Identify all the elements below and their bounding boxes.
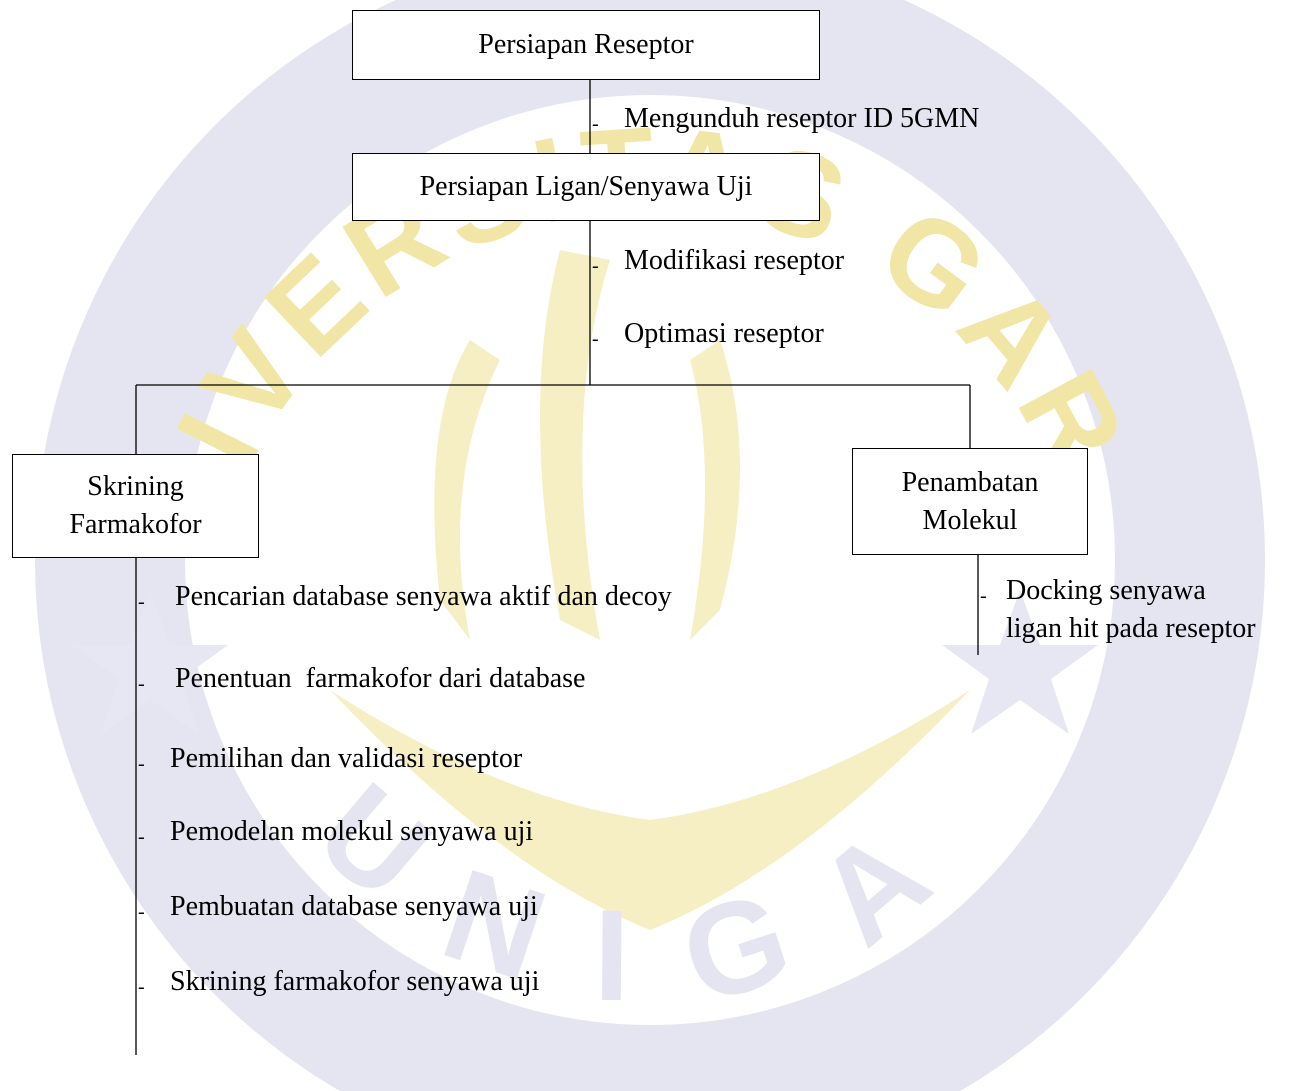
step-label-ligand: Modifikasi reseptor [624, 245, 845, 276]
box-pharmacophore-screening: Skrining Farmakofor [12, 454, 259, 558]
step-label-pharmacophore: Pembuatan database senyawa uji [170, 891, 538, 922]
step-tick: - [592, 113, 599, 135]
step-tick: - [592, 328, 599, 350]
step-tick: - [980, 585, 987, 607]
step-label-pharmacophore: Pencarian database senyawa aktif dan dec… [175, 581, 672, 612]
watermark-emblem-base [330, 690, 970, 930]
step-tick: - [138, 976, 145, 998]
step-tick: - [138, 826, 145, 848]
watermark-star-right [942, 590, 1098, 734]
step-label-pharmacophore: Pemilihan dan validasi reseptor [170, 743, 523, 774]
box-receptor-prep: Persiapan Reseptor [352, 10, 820, 80]
step-tick: - [592, 255, 599, 277]
step-label-pharmacophore: Skrining farmakofor senyawa uji [170, 966, 540, 997]
step-label-docking: Docking senyawa ligan hit pada reseptor [1006, 575, 1256, 644]
box-ligand-prep: Persiapan Ligan/Senyawa Uji [352, 153, 820, 221]
watermark-emblem-left [434, 340, 500, 640]
watermark-emblem-right [690, 340, 740, 640]
step-tick: - [138, 591, 145, 613]
watermark-star-left [72, 590, 228, 734]
watermark-emblem-center [540, 250, 610, 640]
step-tick: - [138, 753, 145, 775]
step-label-ligand: Optimasi reseptor [624, 318, 824, 349]
box-molecular-docking: Penambatan Molekul [852, 448, 1088, 555]
step-label-pharmacophore: Pemodelan molekul senyawa uji [170, 816, 534, 847]
step-tick: - [138, 901, 145, 923]
step-label-pharmacophore: Penentuan farmakofor dari database [175, 663, 586, 694]
step-tick: - [138, 673, 145, 695]
step-label-receptor: Mengunduh reseptor ID 5GMN [624, 103, 980, 134]
